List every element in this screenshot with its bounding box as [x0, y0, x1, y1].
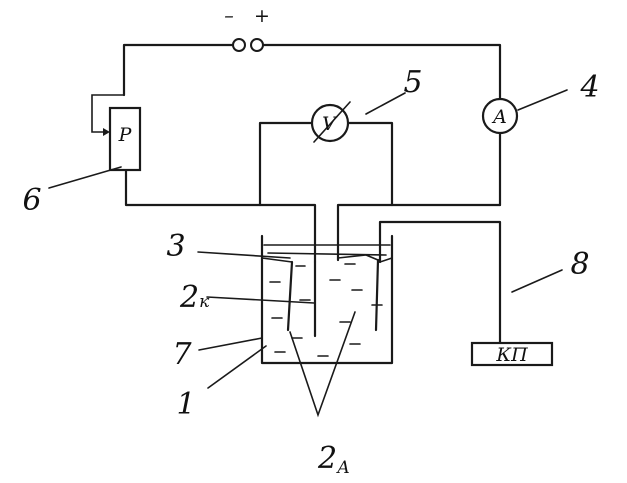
- voltmeter: V: [310, 101, 351, 143]
- electrolyte-hatching: [269, 263, 383, 357]
- callout-labels: 1 2к 2А 3 4 5 6 7 8: [22, 65, 599, 478]
- ammeter: A: [481, 97, 519, 135]
- label-6: 6: [22, 183, 41, 218]
- controller-unit: КП: [378, 220, 554, 367]
- label-7: 7: [172, 337, 192, 372]
- power-source: – +: [224, 5, 270, 52]
- label-2a: 2А: [317, 441, 350, 478]
- leader-lines: [48, 89, 568, 418]
- positive-terminal: [250, 38, 264, 52]
- anode-right: [374, 258, 380, 332]
- minus-sign: –: [224, 5, 234, 27]
- label-3: 3: [166, 229, 185, 264]
- label-5: 5: [403, 65, 422, 100]
- label-4: 4: [579, 70, 599, 105]
- label-1: 1: [176, 387, 195, 422]
- controller-label: КП: [495, 344, 528, 366]
- ammeter-symbol: A: [491, 106, 507, 128]
- voltmeter-symbol: V: [322, 113, 338, 135]
- rheostat: P: [91, 94, 142, 172]
- negative-terminal: [232, 38, 246, 52]
- label-2k: 2к: [179, 280, 210, 315]
- main-circuit-wires: [122, 43, 502, 264]
- label-8: 8: [570, 247, 589, 282]
- plus-sign: +: [254, 5, 270, 27]
- electrolytic-bath: [260, 234, 394, 365]
- rheostat-symbol: P: [118, 124, 133, 146]
- anode-left: [286, 260, 294, 332]
